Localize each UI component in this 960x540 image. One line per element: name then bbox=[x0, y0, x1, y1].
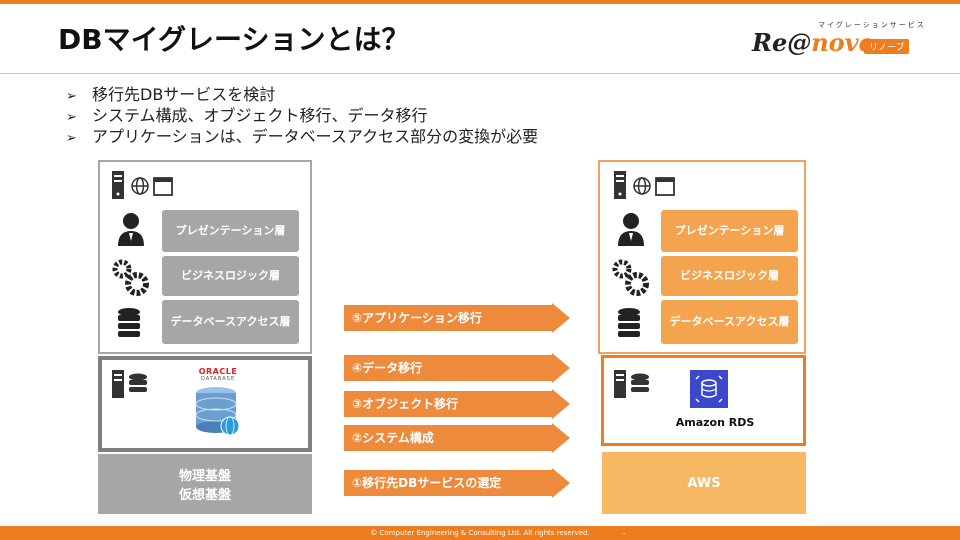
oracle-brand: ORACLE bbox=[198, 367, 238, 376]
arrow-step-5-label: ⑤アプリケーション移行 bbox=[352, 311, 482, 325]
server-web-window-icons bbox=[614, 171, 675, 199]
gears-icon bbox=[612, 259, 649, 296]
source-presentation-layer: プレゼンテーション層 bbox=[162, 210, 299, 252]
database-icon bbox=[118, 308, 140, 337]
bullet-arrow-icon: ➢ bbox=[66, 131, 77, 146]
arrow-step-1-label: ①移行先DBサービスの選定 bbox=[352, 476, 502, 490]
logo-prefix: Re@ bbox=[752, 28, 812, 57]
target-db-access-layer: データベースアクセス層 bbox=[661, 300, 798, 344]
source-business-logic-layer: ビジネスロジック層 bbox=[162, 256, 299, 296]
bullet-item: ➢ 移行先DBサービスを検討 bbox=[66, 84, 538, 105]
source-infrastructure: 物理基盤 仮想基盤 bbox=[98, 454, 312, 514]
server-icon bbox=[112, 171, 124, 199]
source-db-access-layer: データベースアクセス層 bbox=[162, 300, 299, 344]
bullet-text: 移行先DBサービスを検討 bbox=[92, 85, 276, 104]
logo-badge: リノーブ bbox=[864, 39, 910, 54]
db-server-icon bbox=[614, 370, 649, 398]
infra-virtual-label: 仮想基盤 bbox=[178, 488, 231, 503]
arrow-step-3: ③オブジェクト移行 bbox=[344, 389, 570, 419]
bullet-item: ➢ アプリケーションは、データベースアクセス部分の変換が必要 bbox=[66, 126, 538, 147]
arrow-step-4: ④データ移行 bbox=[344, 353, 570, 383]
bullet-text: アプリケーションは、データベースアクセス部分の変換が必要 bbox=[92, 127, 539, 146]
db-server-icon bbox=[112, 370, 147, 398]
logo-subtitle: マイグレーションサービス bbox=[818, 21, 926, 29]
globe-icon bbox=[633, 177, 651, 195]
bullet-item: ➢ システム構成、オブジェクト移行、データ移行 bbox=[66, 105, 538, 126]
bullet-arrow-icon: ➢ bbox=[66, 89, 77, 104]
database-icon bbox=[618, 308, 640, 337]
renove-logo: マイグレーションサービス Re@nove リノーブ bbox=[752, 20, 924, 58]
infra-physical-label: 物理基盤 bbox=[178, 469, 231, 484]
globe-icon bbox=[131, 177, 149, 195]
footer-bar: © Computer Engineering & Consulting Ltd.… bbox=[0, 526, 960, 540]
copyright-text: © Computer Engineering & Consulting Ltd.… bbox=[370, 529, 590, 537]
title-divider bbox=[0, 73, 960, 74]
server-web-window-icons bbox=[112, 171, 173, 199]
user-icon bbox=[118, 213, 144, 246]
logo-wordmark: Re@nove bbox=[752, 28, 874, 57]
target-aws-infrastructure: AWS bbox=[602, 452, 806, 514]
window-icon bbox=[153, 177, 173, 196]
user-icon bbox=[618, 213, 644, 246]
bullet-arrow-icon: ➢ bbox=[66, 110, 77, 125]
oracle-sub: DATABASE bbox=[200, 376, 236, 382]
amazon-rds-label: Amazon RDS bbox=[675, 416, 755, 429]
amazon-rds-icon bbox=[690, 370, 728, 408]
oracle-logo: ORACLE DATABASE bbox=[190, 367, 246, 382]
footer-dash: – bbox=[622, 529, 626, 537]
arrow-step-2-label: ②システム構成 bbox=[352, 431, 434, 445]
target-business-logic-layer: ビジネスロジック層 bbox=[661, 256, 798, 296]
arrow-step-3-label: ③オブジェクト移行 bbox=[352, 397, 459, 411]
oracle-db-cylinder-icon bbox=[195, 387, 240, 436]
top-accent-bar bbox=[0, 0, 960, 4]
arrow-step-5: ⑤アプリケーション移行 bbox=[344, 303, 570, 333]
bullet-list: ➢ 移行先DBサービスを検討 ➢ システム構成、オブジェクト移行、データ移行 ➢ アプ… bbox=[66, 84, 538, 147]
server-icon bbox=[614, 171, 626, 199]
logo-suffix: nove bbox=[811, 28, 874, 57]
arrow-step-1: ①移行先DBサービスの選定 bbox=[344, 468, 570, 498]
gears-icon bbox=[112, 259, 149, 296]
window-icon bbox=[655, 177, 675, 196]
arrow-step-4-label: ④データ移行 bbox=[352, 361, 423, 375]
arrow-step-2: ②システム構成 bbox=[344, 423, 570, 453]
bullet-text: システム構成、オブジェクト移行、データ移行 bbox=[92, 106, 428, 125]
target-presentation-layer: プレゼンテーション層 bbox=[661, 210, 798, 252]
page-title: DBマイグレーションとは？ bbox=[58, 23, 410, 56]
